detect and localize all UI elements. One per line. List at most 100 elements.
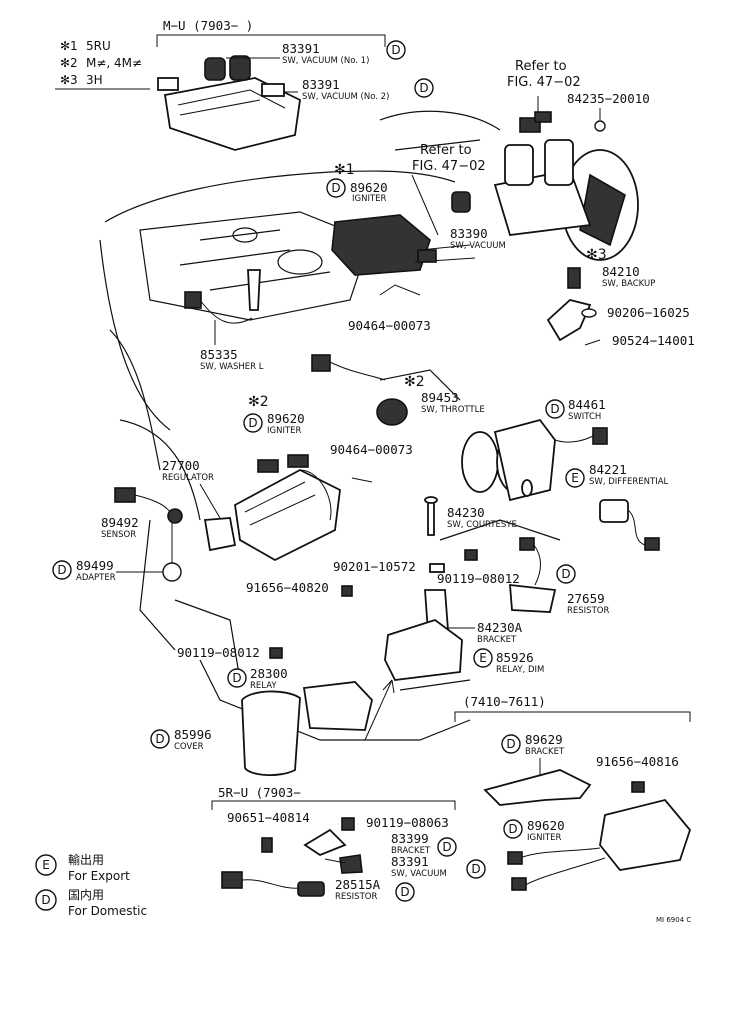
part-number-84461: 84461 xyxy=(568,397,606,412)
part-desc-85996: COVER xyxy=(174,742,204,752)
class-badge-28300 xyxy=(227,668,247,688)
switch-84221-plug xyxy=(644,537,660,551)
vacuum-connector-right xyxy=(261,83,285,97)
oil-cap xyxy=(232,227,258,243)
engine-mid-lines xyxy=(379,369,561,541)
class-letter-84221: E xyxy=(571,471,579,485)
part-number-83391-1: 83391 xyxy=(282,41,320,56)
leader-27700 xyxy=(199,483,221,519)
label-83391-no2: 83391 SW, VACUUM (No. 2) D xyxy=(302,77,434,102)
part-desc-89620-2: IGNITER xyxy=(267,426,302,436)
part-number-84235: 84235−20010 xyxy=(567,91,650,106)
label-84461: D 84461 SWITCH xyxy=(545,397,606,422)
throttle-connector xyxy=(311,354,331,372)
class-letter-89629: D xyxy=(506,737,515,751)
engine-ribs xyxy=(179,229,331,291)
note-mark-84210: ✻3 xyxy=(586,247,607,263)
igniter-body-2 xyxy=(234,468,341,562)
part-number-89620-2: 89620 xyxy=(267,411,305,426)
relay-dim-85926 xyxy=(384,619,463,681)
igniter-3-plug-a xyxy=(507,851,523,865)
igniter-5ru xyxy=(331,214,476,296)
vacuum-switch-2-body xyxy=(229,55,251,81)
washer-wire xyxy=(199,299,253,324)
part-number-91656-1: 91656−40820 xyxy=(246,580,329,595)
part-number-84230: 84230 xyxy=(447,505,485,520)
part-number-84221: 84221 xyxy=(589,462,627,477)
class-badge-27659 xyxy=(556,564,576,584)
igniter-body-2-detail xyxy=(244,481,316,526)
class-letter-83391-2: D xyxy=(419,81,428,95)
cover-85996 xyxy=(241,690,301,776)
mu-group: M−U (7903− ) xyxy=(156,18,386,47)
part-desc-89620-3: IGNITER xyxy=(527,833,562,843)
clip-84235 xyxy=(594,120,606,132)
courtesy-switch-cap xyxy=(424,496,438,504)
resistor-plug-27659 xyxy=(519,537,535,551)
reference-line2-b: FIG. 47−02 xyxy=(412,159,486,174)
label-89620-2: ✻2 D 89620 IGNITER xyxy=(243,394,305,436)
part-desc-83391-2: SW, VACUUM (No. 2) xyxy=(302,92,389,102)
vacuum-switch-83390 xyxy=(451,191,471,213)
leader-83391c xyxy=(324,858,346,864)
class-badge-84461 xyxy=(545,399,565,419)
class-badge-28515A xyxy=(395,882,415,902)
class-badge-83391-2 xyxy=(414,78,434,98)
part-desc-27700: REGULATOR xyxy=(162,473,214,483)
resistor-27659 xyxy=(509,583,557,613)
reference-line2-a: FIG. 47−02 xyxy=(507,75,581,90)
reference-fig47-a: Refer to FIG. 47−02 xyxy=(507,59,581,90)
label-85926: E 85926 RELAY, DIM xyxy=(473,648,544,675)
resistor-wire-27659 xyxy=(533,544,541,586)
bolt-90651 xyxy=(261,837,273,853)
part-number-85996: 85996 xyxy=(174,727,212,742)
igniter-2-wire xyxy=(299,469,332,521)
spring-90524 xyxy=(584,339,601,346)
part-number-28515A: 28515A xyxy=(335,877,381,892)
part-desc-89453: SW, THROTTLE xyxy=(421,405,485,415)
range-group-header: (7410−7611) xyxy=(463,694,546,709)
bolt-90119a xyxy=(464,549,478,561)
relay-28300 xyxy=(302,681,373,731)
class-letter-89620-3: D xyxy=(508,822,517,836)
part-number-83390: 83390 xyxy=(450,226,488,241)
part-number-90464-1: 90464−00073 xyxy=(348,318,431,333)
backup-switch-84210 xyxy=(567,267,581,289)
class-badge-85996 xyxy=(150,729,170,749)
legend-note-3-mark: ✻3 xyxy=(60,73,78,87)
igniter-plug-2b xyxy=(287,454,309,468)
class-letter-83391-3: D xyxy=(471,862,480,876)
washer-switch xyxy=(184,269,261,345)
part-number-90201: 90201−10572 xyxy=(333,559,416,574)
bolt-90119b xyxy=(269,647,283,659)
label-83399: 83399 BRACKET D xyxy=(391,831,457,857)
nut-90201 xyxy=(429,563,445,573)
legend-note-2-mark: ✻2 xyxy=(60,56,78,70)
arrow-shaft xyxy=(364,679,393,741)
bracket-89629 xyxy=(483,769,592,806)
reference-line1-a: Refer to xyxy=(515,59,567,74)
class-legend-jp-d: 国内用 xyxy=(68,888,104,902)
part-desc-84230: SW, COURTESYE xyxy=(447,520,517,530)
regulator xyxy=(203,517,237,552)
diff-housing-left xyxy=(461,431,499,493)
part-desc-89492: SENSOR xyxy=(101,530,136,540)
label-89499: D 89499 ADAPTER xyxy=(52,558,163,583)
throttle-switch xyxy=(311,354,408,426)
sru-group-header: 5R−U (7903− xyxy=(218,785,301,800)
washer-connector xyxy=(184,291,202,309)
legend-notes: ✻1 5RU ✻2 M≠, 4M≠ ✻3 3H xyxy=(55,39,150,90)
class-badge-89620-1 xyxy=(326,178,346,198)
label-83391-no1: 83391 SW, VACUUM (No. 1) D xyxy=(282,40,406,66)
vacuum-switch-plate-detail xyxy=(177,89,286,116)
courtesy-switch-84230 xyxy=(427,499,435,536)
igniter-plug-2a xyxy=(257,459,279,473)
part-number-84210: 84210 xyxy=(602,264,640,279)
part-number-83391-3: 83391 xyxy=(391,854,429,869)
label-28515A: 28515A RESISTOR D xyxy=(335,877,415,902)
drawing-code: MI 6904 C xyxy=(656,916,691,924)
part-number-89620-3: 89620 xyxy=(527,818,565,833)
part-number-90206: 90206−16025 xyxy=(607,305,690,320)
part-desc-89620-1: IGNITER xyxy=(352,194,387,204)
legend-note-1: 5RU xyxy=(86,39,111,53)
